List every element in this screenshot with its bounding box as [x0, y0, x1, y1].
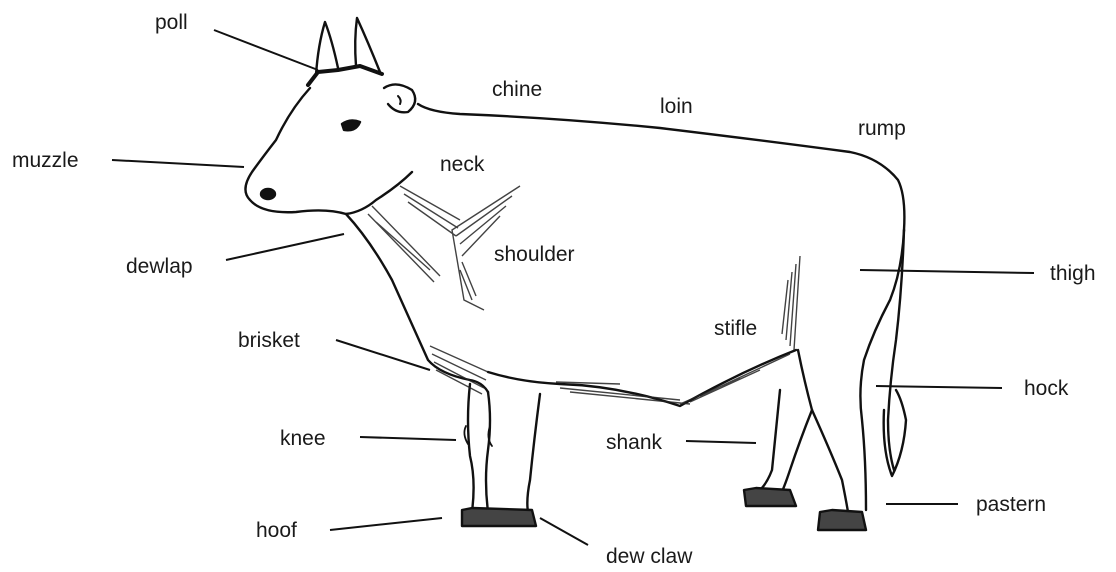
eye	[342, 120, 360, 130]
label-brisket: brisket	[238, 330, 300, 351]
label-muzzle: muzzle	[12, 150, 79, 171]
label-dew-claw: dew claw	[606, 546, 692, 567]
label-hock: hock	[1024, 378, 1068, 399]
label-hoof: hoof	[256, 520, 297, 541]
label-pastern: pastern	[976, 494, 1046, 515]
label-knee: knee	[280, 428, 326, 449]
poll-tuft	[308, 66, 382, 85]
label-dewlap: dewlap	[126, 256, 193, 277]
label-chine: chine	[492, 79, 542, 100]
leader-thigh	[860, 270, 1034, 273]
belly-shading	[556, 354, 790, 404]
label-shank: shank	[606, 432, 662, 453]
hind-leg-back	[860, 230, 904, 510]
tail	[888, 230, 904, 470]
label-stifle: stifle	[714, 318, 757, 339]
right-horn	[355, 18, 380, 72]
hoof-rear-a	[744, 488, 796, 506]
leader-brisket	[336, 340, 430, 370]
left-horn	[316, 22, 338, 75]
hind-leg-front	[798, 350, 848, 512]
leader-knee	[360, 437, 456, 440]
label-neck: neck	[440, 154, 484, 175]
foreleg-far	[468, 384, 474, 512]
leader-hock	[876, 386, 1002, 388]
tail-switch	[884, 390, 906, 476]
foreleg-near-back	[486, 392, 490, 512]
hoof-rear-b	[818, 510, 866, 530]
nostril	[261, 189, 275, 199]
hoof-front	[462, 508, 536, 526]
leader-dewlap	[226, 234, 344, 260]
leader-shank	[686, 441, 756, 443]
label-poll: poll	[155, 12, 188, 33]
label-thigh: thigh	[1050, 263, 1096, 284]
label-loin: loin	[660, 96, 693, 117]
leader-muzzle	[112, 160, 244, 167]
leader-poll	[214, 30, 318, 70]
label-rump: rump	[858, 118, 906, 139]
stifle-shading	[782, 256, 800, 350]
leader-dew-claw	[540, 518, 588, 545]
foreleg-near-front	[527, 394, 540, 512]
leader-hoof	[330, 518, 442, 530]
label-shoulder: shoulder	[494, 244, 575, 265]
belly	[488, 350, 796, 406]
